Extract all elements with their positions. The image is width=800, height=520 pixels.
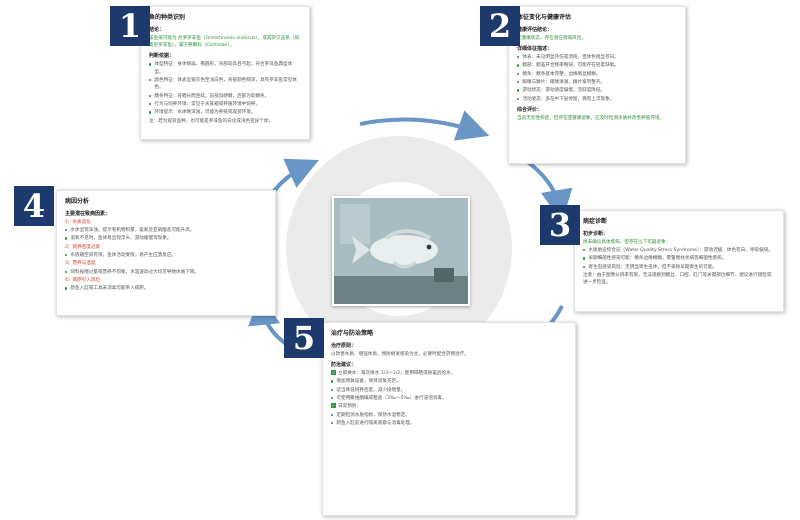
panel-health-assessment: 体征变化与健康评估 健康评估结论： 亚健康状态，存在潜在疾病风险。 详细体征描述…: [508, 6, 686, 164]
panel-4-factor-heading: 1）水质恶化: [65, 219, 91, 225]
panel-4-title: 病因分析: [65, 198, 90, 205]
step-2-badge: 2: [480, 6, 520, 46]
step-4-badge: 4: [14, 186, 54, 226]
list-item: 鳍条特征：背鳍长而连续，前部具硬棘，后部为软鳍条。: [149, 93, 301, 100]
panel-1-basis-label: 判断依据：: [149, 53, 175, 60]
panel-5-principle-text: 以改善水质、增强体质、预防继发感染为主，必要时配合药物治疗。: [331, 351, 469, 357]
panel-4-factor-heading: 3）营养与温度: [65, 261, 96, 267]
list-item: 增加增氧设备，保持溶氧充足。: [331, 378, 567, 385]
bullet-icon: [517, 64, 520, 67]
arrow-1-to-2: [359, 110, 490, 141]
bullet-icon: [583, 248, 586, 252]
bullet-icon: [149, 111, 152, 114]
bullet-icon: [331, 388, 334, 392]
panel-1-title: 鱼的种类识别: [149, 14, 186, 21]
panel-2-detail-label: 详细体征描述：: [517, 45, 553, 52]
list-item: 行为与饲养环境：常见于水族箱或养殖环境中饲养。: [149, 101, 301, 108]
check-icon: ✓: [331, 369, 336, 375]
panel-3-diagnosis-label: 初步诊断：: [583, 230, 609, 237]
fish-photo: [332, 196, 470, 306]
list-item: ✓立即换水：每次换水 1/3～1/2，使用晾晒或除氯后的水。: [331, 369, 456, 376]
panel-2-summary-text: 当前无急性病症，但存在亚健康迹象，应及时检测水质并改善养殖环境。: [517, 116, 665, 121]
step-5-badge: 5: [284, 318, 324, 358]
panel-5-advice-label: 防治建议：: [331, 361, 357, 368]
panel-4-factors-label: 主要潜在致病因素：: [65, 210, 111, 217]
panel-disease-diagnosis: 病症诊断 初步诊断： 尚未确诊具体疾病，但存在以下可疑迹象： 水质胁迫综合征（W…: [574, 210, 784, 312]
list-item: 体型特征：身体侧扁、椭圆形，背部较高且弓起，符合罗非鱼典型体型。: [149, 61, 301, 76]
check-icon: ✓: [331, 403, 336, 409]
bullet-icon: [331, 422, 334, 425]
list-item: 鳃部：鳃盖开合频率略快，可能存在轻度缺氧。: [517, 62, 677, 69]
list-item: 颜色特征：体表呈银灰色至浅白色，背部颜色稍深，具有罗非鱼常见体色。: [149, 77, 301, 92]
panel-species-identification: 鱼的种类识别 结论： 该鱼很可能为 尼罗罗非鱼（Oreochromis nilo…: [140, 6, 310, 140]
bullet-icon: [517, 80, 520, 84]
bullet-icon: [65, 237, 68, 240]
panel-1-conclusion-text: 该鱼很可能为 尼罗罗非鱼（Oreochromis niloticus），或其杂交…: [149, 35, 300, 48]
panel-2-conclusion-label: 健康评估结论：: [517, 26, 553, 33]
panel-cause-analysis: 病因分析 主要潜在致病因素： 1）水质恶化 水体呈现浑浊，提示有机物积累，氨氮及…: [56, 190, 276, 316]
bullet-icon: [583, 257, 586, 260]
panel-2-title: 体征变化与健康评估: [517, 14, 572, 21]
step-3-badge: 3: [540, 205, 580, 245]
bullet-icon: [331, 380, 334, 383]
panel-4-factor-heading: 4）病原引入风险: [65, 278, 101, 283]
panel-3-note: 注意：由于图像分辨率有限，无法观察到鳃丝、口腔、肛门等关键部位细节，建议进行镜检…: [583, 272, 772, 286]
bullet-icon: [517, 55, 520, 59]
list-item: 可使用聚维酮碘或粗盐（3‰～5‰）进行浸泡消毒。: [331, 395, 567, 402]
list-item: 鳍条：鳍条基本完整，边缘略显模糊。: [517, 71, 677, 78]
bullet-icon: [149, 103, 152, 106]
fish-shape: [352, 229, 438, 269]
bullet-icon: [517, 72, 520, 76]
bullet-icon: [65, 228, 68, 232]
panel-treatment-strategy: 治疗与防治策略 治疗原则： 以改善水质、增强体质、预防继发感染为主，必要时配合药…: [322, 322, 576, 516]
panel-5-title: 治疗与防治策略: [331, 330, 374, 337]
bullet-icon: [149, 63, 152, 66]
bullet-icon: [583, 265, 586, 269]
list-item: 溶氧不足时，鱼体易出现浮头、游动缓慢等现象。: [65, 235, 267, 242]
list-item: 环境提示：水体略浑浊，可能为养殖或观赏环境。: [149, 109, 301, 116]
list-item: 新鱼入缸前进行隔离观察与消毒处理。: [331, 420, 567, 427]
panel-5-principle-label: 治疗原则：: [331, 342, 357, 349]
panel-2-conclusion-text: 亚健康状态，存在潜在疾病风险。: [517, 35, 586, 41]
panel-2-summary-label: 综合评价：: [517, 107, 543, 113]
bullet-icon: [331, 413, 334, 417]
bullet-icon: [331, 396, 334, 400]
panel-3-diagnosis-text: 尚未确诊具体疾病，但存在以下可疑迹象：: [583, 239, 671, 245]
list-item: 适当降低饲养密度，减少投喂量。: [331, 387, 567, 394]
list-item: 眼睛与鳞片：眼球清澈，鳞片排列整齐。: [517, 79, 677, 86]
bullet-icon: [149, 78, 152, 82]
list-item: 饲料投喂过量或营养不均衡，水温波动过大均可导致体质下降。: [65, 269, 267, 276]
panel-4-factor-heading: 2）饲养密度过高: [65, 244, 101, 250]
panel-3-title: 病症诊断: [583, 218, 608, 225]
list-item: 体表：未见明显外伤或溃疡，但体色稍显苍白。: [517, 54, 677, 61]
bullet-icon: [65, 287, 68, 290]
bullet-icon: [517, 89, 520, 92]
list-item: ✓日常预防：: [331, 403, 361, 410]
bullet-icon: [517, 97, 520, 101]
fish-illustration: [334, 198, 468, 304]
arrow-2-to-3: [520, 156, 573, 222]
list-item: 活动姿态：多在中下层停留，偶有上浮现象。: [517, 96, 677, 103]
bullet-icon: [149, 94, 152, 98]
list-item: 游动状态：游动速度偏慢，活跃度降低。: [517, 87, 677, 94]
list-item: 新鱼入缸或工具未消毒可能带入病原。: [65, 285, 267, 292]
list-item: 水族箱空间有限，鱼体活动受限，易产生应激反应。: [65, 252, 267, 259]
list-item: 水体呈现浑浊，提示有机物积累，氨氮及亚硝酸盐可能升高。: [65, 227, 267, 234]
step-1-badge: 1: [110, 6, 150, 46]
panel-1-conclusion-label: 结论：: [149, 26, 165, 33]
panel-1-note: 注：若为观赏品种，也可能是罗非鱼的白化或浅色变异个体。: [149, 118, 274, 124]
list-item: 定期检测水质指标，保持水温稳定。: [331, 412, 567, 419]
bullet-icon: [65, 270, 68, 274]
list-item: 早期细菌性感染可能：鳍条边缘模糊，需警惕柱状病等细菌性疾病。: [583, 255, 775, 262]
bullet-icon: [65, 253, 68, 257]
list-item: 水质胁迫综合征（Water Quality Stress Syndrome）：游…: [583, 247, 775, 254]
list-item: 寄生虫感染风险：无明显寄生虫体，但不排除早期寄生的可能。: [583, 264, 775, 271]
